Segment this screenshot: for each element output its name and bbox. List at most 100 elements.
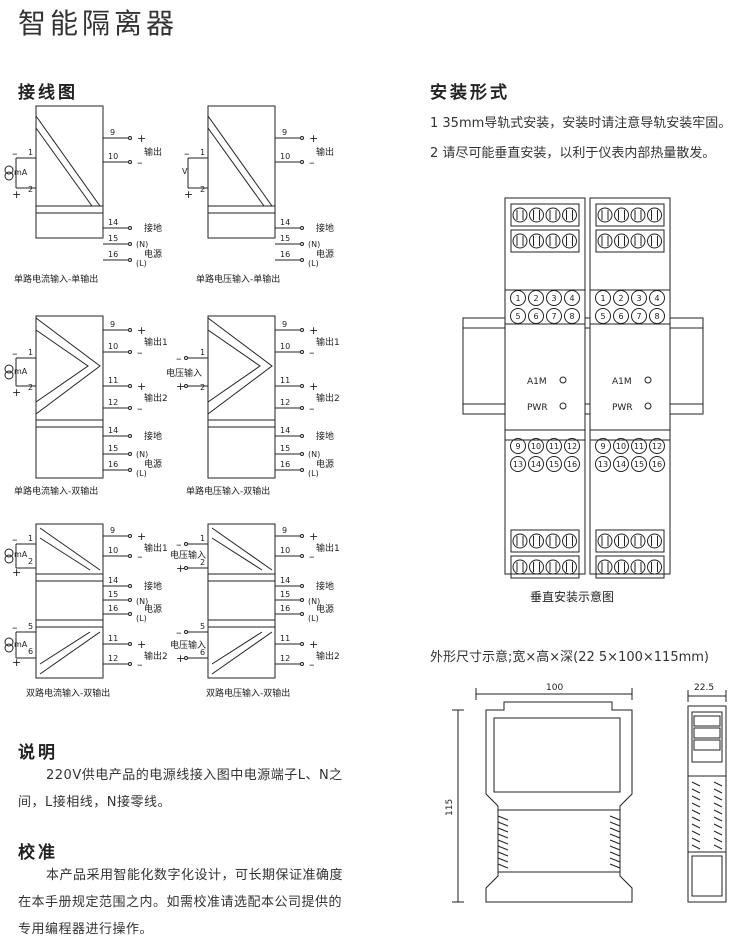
svg-text:–: – bbox=[12, 621, 18, 634]
svg-text:2: 2 bbox=[200, 558, 205, 567]
svg-text:14: 14 bbox=[108, 218, 118, 227]
terminal-number-circle bbox=[564, 456, 580, 472]
svg-text:+: + bbox=[176, 652, 185, 665]
terminal-number-circle bbox=[613, 456, 629, 472]
svg-text:9: 9 bbox=[282, 128, 287, 137]
svg-text:输出: 输出 bbox=[144, 146, 162, 158]
svg-text:输出2: 输出2 bbox=[316, 650, 340, 662]
term-2: 2 bbox=[28, 185, 33, 194]
svg-text:15: 15 bbox=[108, 444, 118, 453]
terminal-screw bbox=[545, 207, 561, 223]
svg-text:+: + bbox=[12, 656, 21, 669]
svg-text:+: + bbox=[309, 638, 318, 651]
svg-text:(L): (L) bbox=[136, 259, 147, 268]
dimension-drawing: 100 115 22.5 bbox=[445, 683, 727, 903]
svg-text:+: + bbox=[176, 380, 185, 393]
terminal-number-circle bbox=[528, 438, 544, 454]
terminal-number: 6 bbox=[618, 312, 623, 321]
terminal-number: 14 bbox=[531, 460, 541, 469]
terminal-number-circle bbox=[613, 438, 629, 454]
svg-text:14: 14 bbox=[280, 218, 290, 227]
svg-text:+: + bbox=[184, 188, 193, 201]
svg-text:9: 9 bbox=[282, 320, 287, 329]
svg-text:1: 1 bbox=[28, 534, 33, 543]
svg-text:10: 10 bbox=[280, 546, 290, 555]
description-heading: 说明 bbox=[18, 743, 58, 763]
height-label: 115 bbox=[445, 799, 455, 816]
svg-text:+: + bbox=[137, 380, 146, 393]
svg-text:(N): (N) bbox=[308, 450, 320, 459]
svg-text:+: + bbox=[137, 324, 146, 337]
svg-text:接地: 接地 bbox=[144, 222, 162, 234]
wiring-diagram-5: 1 2 mA – + 5 6 mA – + 9 10 11 12 + – + –… bbox=[4, 523, 168, 699]
svg-text:(N): (N) bbox=[308, 240, 320, 249]
terminal-number-circle bbox=[564, 438, 580, 454]
terminal-screw bbox=[597, 533, 613, 549]
svg-text:+: + bbox=[309, 380, 318, 393]
terminal-screw bbox=[512, 533, 528, 549]
svg-text:接地: 接地 bbox=[316, 580, 334, 592]
svg-text:14: 14 bbox=[108, 576, 118, 585]
caption-2: 单路电压输入-单输出 bbox=[196, 273, 280, 285]
terminal-number-circle bbox=[649, 456, 665, 472]
svg-text:16: 16 bbox=[280, 250, 290, 259]
svg-text:5: 5 bbox=[200, 622, 205, 631]
svg-text:11: 11 bbox=[280, 376, 290, 385]
svg-text:输出2: 输出2 bbox=[144, 392, 168, 404]
svg-text:输出1: 输出1 bbox=[144, 336, 168, 348]
svg-text:+: + bbox=[12, 566, 21, 579]
wiring-diagram-1: 1 2 mA – + 9 10 + – 输出 14 15 16 接地 (N) 电… bbox=[4, 105, 162, 285]
svg-text:10: 10 bbox=[280, 152, 290, 161]
terminal-number-circle bbox=[613, 308, 629, 324]
wiring-heading: 接线图 bbox=[18, 83, 78, 103]
terminal-number-circle bbox=[510, 438, 526, 454]
svg-text:mA: mA bbox=[14, 640, 28, 649]
svg-text:15: 15 bbox=[280, 590, 290, 599]
svg-text:PWR: PWR bbox=[612, 403, 633, 413]
terminal-number-circle bbox=[631, 438, 647, 454]
terminal-number: 2 bbox=[533, 294, 538, 303]
svg-text:12: 12 bbox=[280, 654, 290, 663]
svg-text:输出: 输出 bbox=[316, 146, 334, 158]
svg-text:6: 6 bbox=[28, 647, 33, 656]
term-1: 1 bbox=[28, 148, 33, 157]
terminal-screw bbox=[647, 533, 662, 549]
page-title: 智能隔离器 bbox=[18, 7, 179, 40]
terminal-number: 15 bbox=[634, 460, 644, 469]
svg-text:+: + bbox=[309, 132, 318, 145]
svg-text:电源: 电源 bbox=[316, 458, 334, 470]
svg-text:PWR: PWR bbox=[527, 403, 548, 413]
terminal-number: 13 bbox=[513, 460, 523, 469]
svg-text:10: 10 bbox=[280, 342, 290, 351]
svg-text:–: – bbox=[309, 550, 315, 563]
terminal-number: 10 bbox=[531, 442, 541, 451]
svg-text:15: 15 bbox=[280, 234, 290, 243]
terminal-number-circle bbox=[649, 290, 665, 306]
terminal-screw bbox=[630, 233, 646, 249]
svg-text:1: 1 bbox=[28, 348, 33, 357]
svg-text:1: 1 bbox=[200, 534, 205, 543]
terminal-screw bbox=[545, 233, 561, 249]
svg-text:11: 11 bbox=[108, 376, 118, 385]
ma-label: mA bbox=[14, 168, 28, 177]
svg-text:A1M: A1M bbox=[612, 377, 632, 387]
calibration-heading: 校准 bbox=[18, 843, 58, 863]
terminal-number: 1 bbox=[515, 294, 520, 303]
terminal-number: 8 bbox=[654, 312, 659, 321]
svg-text:–: – bbox=[309, 346, 315, 359]
terminal-number: 1 bbox=[600, 294, 605, 303]
terminal-number-circle bbox=[510, 290, 526, 306]
svg-text:电源: 电源 bbox=[316, 603, 334, 615]
terminal-screw bbox=[545, 533, 561, 549]
terminal-number: 5 bbox=[600, 312, 605, 321]
svg-text:+: + bbox=[309, 324, 318, 337]
wiring-diagram-3: 1 2 mA – + 9 10 11 12 + – + – 输出1 输出2 14… bbox=[4, 315, 168, 497]
svg-text:16: 16 bbox=[108, 460, 118, 469]
svg-text:电源: 电源 bbox=[144, 248, 162, 260]
terminal-screw bbox=[512, 559, 528, 575]
terminal-screw bbox=[529, 233, 544, 249]
terminal-screw bbox=[562, 533, 577, 549]
svg-text:–: – bbox=[12, 533, 18, 546]
svg-text:mA: mA bbox=[14, 367, 28, 376]
svg-text:5: 5 bbox=[28, 622, 33, 631]
